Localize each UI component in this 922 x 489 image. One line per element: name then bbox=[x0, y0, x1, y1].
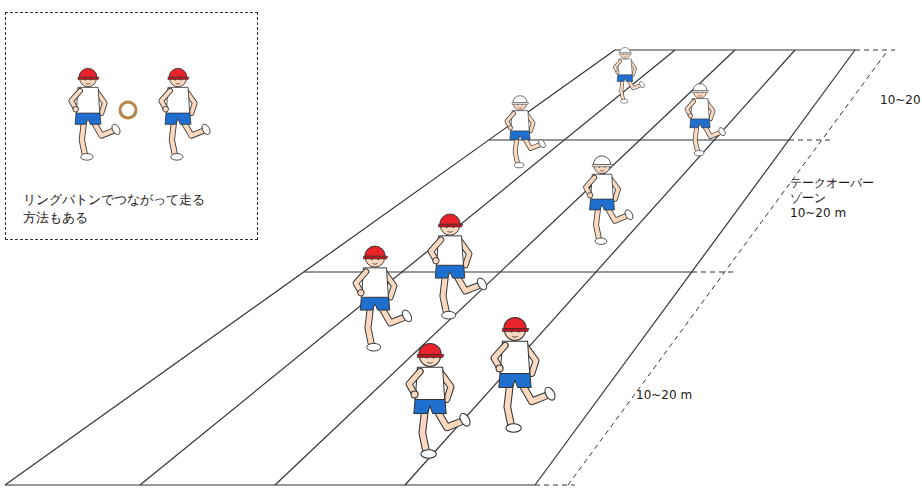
extension-line bbox=[855, 50, 895, 51]
runner bbox=[161, 68, 212, 160]
runner bbox=[687, 84, 727, 156]
zone-line bbox=[489, 139, 789, 140]
runner bbox=[356, 246, 414, 351]
dimension-line bbox=[568, 50, 888, 485]
running-track bbox=[5, 50, 855, 485]
runner bbox=[431, 214, 489, 319]
lane-line bbox=[140, 50, 675, 485]
lane-line bbox=[5, 50, 615, 485]
runner bbox=[507, 96, 547, 168]
zone-line bbox=[615, 49, 855, 50]
dimension-label: テークオーバー ゾーン 10~20 m bbox=[790, 176, 870, 221]
inset-box: リングバトンでつながって走る 方法もある bbox=[5, 12, 258, 240]
extension-line bbox=[692, 272, 733, 273]
runners bbox=[356, 47, 727, 458]
runner bbox=[409, 343, 472, 458]
ring-baton bbox=[120, 102, 136, 118]
runner bbox=[586, 156, 635, 245]
runner bbox=[494, 317, 557, 432]
dimension-label: 10~20 m bbox=[636, 388, 696, 403]
dimension-lines bbox=[535, 50, 895, 485]
lane-line bbox=[405, 50, 795, 485]
note-text: リングバトンでつながって走る 方法もある bbox=[23, 191, 228, 227]
runner bbox=[615, 47, 646, 103]
lane-line bbox=[535, 50, 855, 485]
inset-runners bbox=[71, 68, 212, 160]
zone-line bbox=[5, 484, 535, 485]
extension-line bbox=[789, 140, 830, 141]
dimension-label: 10~20 m bbox=[880, 93, 922, 108]
runner bbox=[71, 68, 122, 160]
lane-line bbox=[275, 50, 735, 485]
extension-line bbox=[535, 485, 575, 486]
